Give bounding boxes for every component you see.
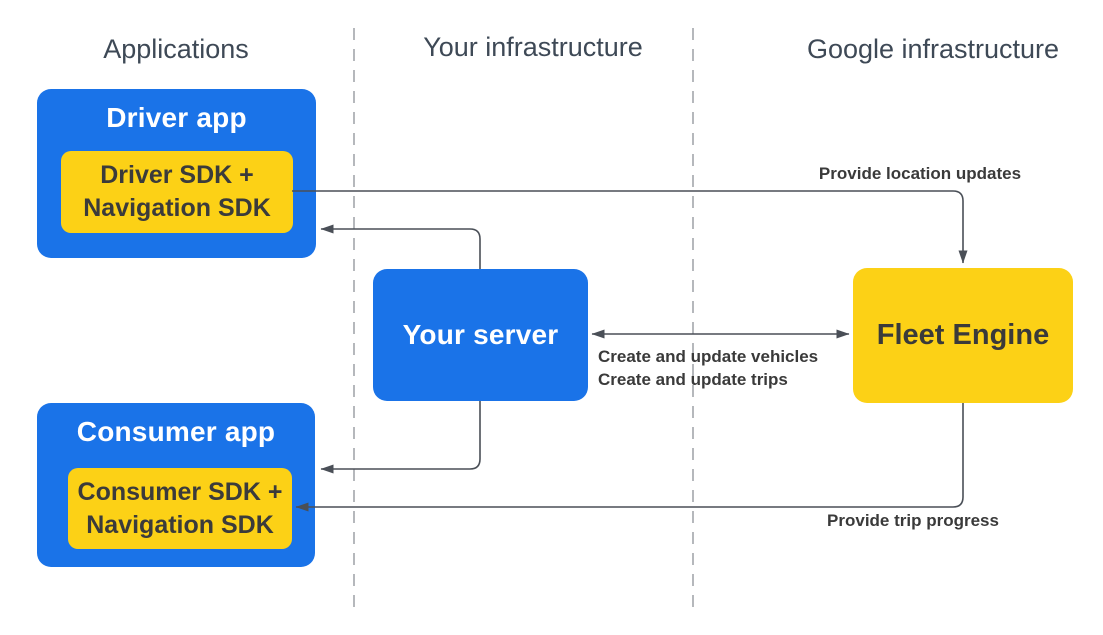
driver-sdk-box: Driver SDK + Navigation SDK: [61, 151, 293, 233]
consumer-sdk-label-line1: Consumer SDK +: [77, 477, 283, 506]
column-header-your-infrastructure: Your infrastructure: [423, 32, 643, 62]
connector-server-to-driver-app: [320, 224, 481, 269]
consumer-sdk-label-line2: Navigation SDK: [86, 510, 274, 539]
label-create-update-vehicles: Create and update vehicles: [598, 347, 819, 366]
fleet-engine-label: Fleet Engine: [876, 319, 1050, 351]
your-server-box: Your server: [373, 269, 588, 401]
column-header-applications: Applications: [103, 34, 249, 64]
connector-server-to-consumer-app: [320, 401, 481, 474]
column-header-google-infrastructure: Google infrastructure: [806, 34, 1060, 64]
label-provide-trip-progress: Provide trip progress: [827, 511, 999, 530]
consumer-app-label: Consumer app: [76, 416, 276, 447]
consumer-app-box: Consumer app Consumer SDK + Navigation S…: [37, 403, 315, 567]
label-create-update-trips: Create and update trips: [598, 370, 788, 389]
consumer-sdk-box: Consumer SDK + Navigation SDK: [68, 468, 292, 549]
fleet-engine-box: Fleet Engine: [853, 268, 1073, 403]
driver-app-box: Driver app Driver SDK + Navigation SDK: [37, 89, 316, 258]
driver-sdk-label-line2: Navigation SDK: [83, 194, 271, 222]
connector-provide-location-updates: [292, 190, 968, 264]
label-provide-location-updates: Provide location updates: [818, 164, 1022, 183]
driver-app-label: Driver app: [106, 102, 247, 133]
driver-sdk-label-line1: Driver SDK +: [100, 161, 254, 189]
your-server-label: Your server: [402, 319, 559, 350]
connector-provide-trip-progress: [295, 403, 964, 512]
